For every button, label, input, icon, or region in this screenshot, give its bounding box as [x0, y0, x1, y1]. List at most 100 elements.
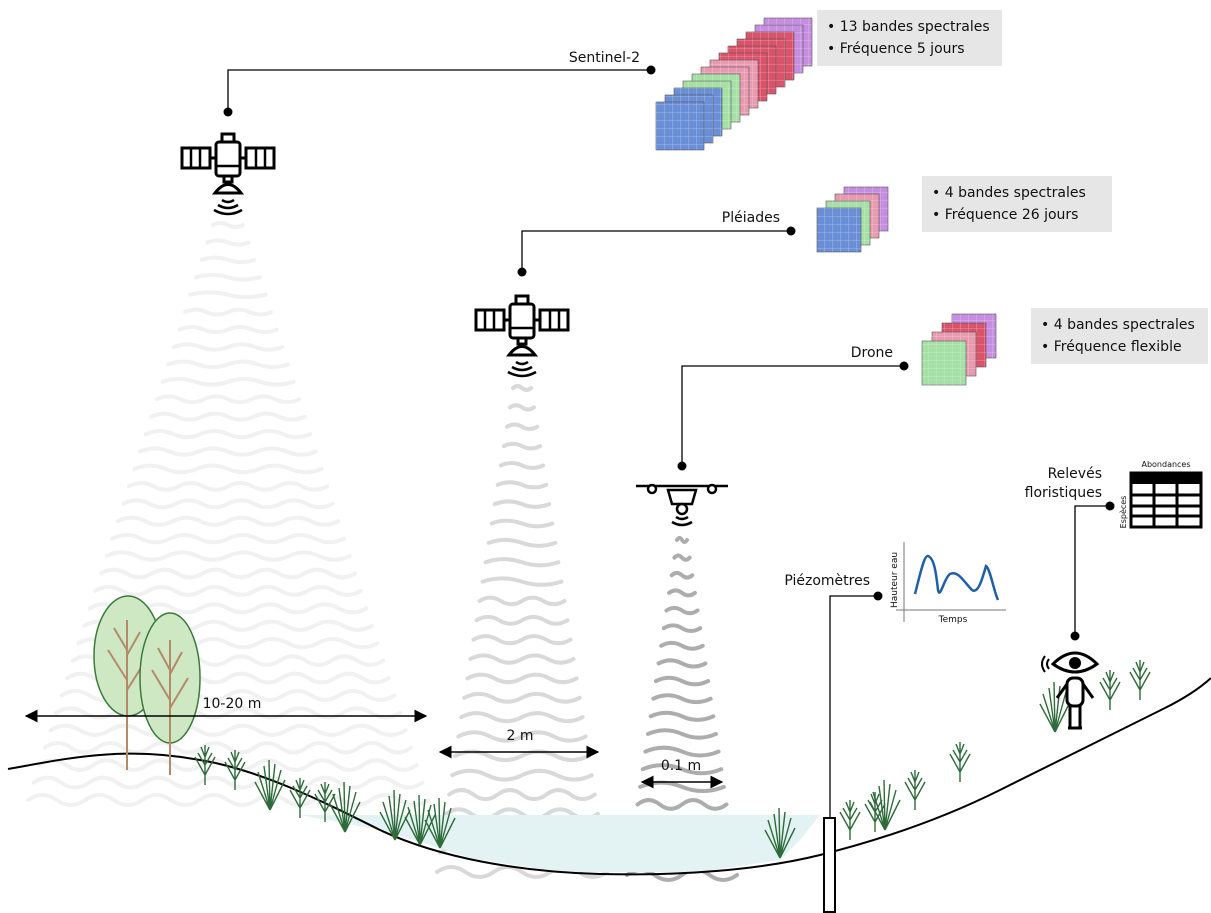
beam-wave: [104, 550, 352, 562]
beam-wave: [651, 693, 713, 705]
beam-wave: [188, 290, 268, 300]
piezometres-label: Piézomètres: [784, 573, 870, 589]
beam-wave: [659, 640, 705, 651]
beam-wave: [110, 533, 346, 545]
beam-wave: [667, 588, 697, 598]
beam-wave: [653, 675, 711, 687]
table-col-label: Abondances: [1141, 460, 1190, 469]
resolution-label-drone: 0.1 m: [661, 758, 701, 774]
beam-wave: [48, 723, 408, 737]
beam-wave: [474, 614, 570, 626]
beam-wave: [635, 798, 729, 811]
drone-icon: [636, 483, 728, 527]
beam-wave: [26, 793, 430, 807]
beam-wave: [507, 403, 537, 412]
beam-wave: [501, 441, 543, 451]
sentinel-2-specs: 13 bandes spectrales Fréquence 5 jours: [817, 10, 1002, 66]
releves-label-line1: Relevés: [1048, 466, 1102, 482]
beam-wave: [182, 307, 274, 317]
spec-item: 13 bandes spectrales: [827, 16, 992, 38]
beam-wave: [477, 595, 567, 607]
beam-wave: [115, 515, 341, 527]
sentinel-2-beam: [26, 221, 430, 807]
beam-wave: [638, 780, 726, 794]
drone-band-stack: [921, 313, 997, 386]
spec-item: Fréquence 26 jours: [932, 204, 1102, 226]
beam-wave: [492, 499, 552, 509]
beam-wave: [465, 672, 579, 685]
chart-ylabel: Hauteur eau: [890, 552, 900, 608]
table-row-label: Espèces: [1118, 496, 1128, 529]
beam-wave: [656, 658, 708, 669]
beam-wave: [450, 768, 594, 782]
beam-wave: [664, 605, 700, 616]
beam-wave: [489, 518, 555, 529]
beam-wave: [453, 749, 591, 763]
spec-item: Fréquence 5 jours: [827, 38, 992, 60]
beam-wave: [132, 463, 324, 475]
beam-wave: [160, 377, 296, 387]
beam-wave: [495, 480, 549, 490]
beam-wave: [199, 255, 257, 265]
beam-wave: [93, 585, 363, 597]
beam-wave: [459, 711, 585, 724]
beam-wave: [444, 807, 600, 821]
beam-wave: [138, 446, 318, 457]
beam-wave: [456, 730, 588, 743]
observer-eye-icon: [1041, 651, 1100, 730]
beam-wave: [205, 238, 251, 247]
resolution-label-sentinel-2: 10-20 m: [203, 696, 262, 712]
beam-wave: [194, 273, 262, 282]
piezometer-tube-icon: [823, 817, 836, 913]
chart-xlabel: Temps: [938, 615, 968, 625]
beam-wave: [480, 576, 564, 587]
beam-wave: [462, 691, 582, 704]
water-level-chart: Hauteur eau Temps: [890, 542, 1006, 625]
pleiades-beam: [435, 384, 609, 879]
beam-wave: [504, 422, 540, 431]
spec-item: 4 bandes spectrales: [1041, 314, 1198, 336]
beam-wave: [643, 745, 721, 758]
wetland-water: [300, 815, 820, 872]
sentinel-2-label: Sentinel-2: [569, 50, 640, 66]
pleiades-satellite-icon: [474, 294, 570, 378]
releves-label-line2: floristiques: [1025, 485, 1102, 501]
beam-wave: [211, 221, 245, 229]
beam-wave: [483, 557, 561, 568]
beam-wave: [31, 775, 425, 790]
beam-wave: [640, 763, 724, 776]
band-grid: [817, 208, 861, 252]
beam-wave: [177, 325, 279, 335]
drone-specs: 4 bandes spectrales Fréquence flexible: [1031, 308, 1208, 364]
pleiades-band-stack: [816, 186, 889, 253]
band-grid: [656, 102, 704, 150]
beam-wave: [447, 788, 597, 802]
beam-wave: [486, 537, 558, 548]
table-icon: [1129, 471, 1203, 529]
beam-wave: [498, 460, 546, 470]
beam-wave: [672, 553, 692, 562]
beam-wave: [646, 728, 718, 740]
leader-lines: [227, 69, 1110, 828]
resolution-label-pleiades: 2 m: [507, 728, 534, 744]
drone-label: Drone: [851, 345, 893, 361]
spec-item: Fréquence flexible: [1041, 336, 1198, 358]
sentinel-2-band-stack: [655, 17, 813, 151]
spec-item: 4 bandes spectrales: [932, 182, 1102, 204]
sentinel-2-satellite-icon: [180, 132, 276, 216]
pleiades-label: Pléiades: [722, 210, 780, 226]
beam-wave: [121, 498, 335, 510]
water-level-curve: [913, 554, 1000, 601]
beam-wave: [126, 481, 330, 492]
beam-wave: [166, 359, 290, 370]
beam-wave: [468, 653, 576, 665]
beam-wave: [98, 567, 358, 580]
beam-wave: [154, 394, 302, 405]
beam-wave: [149, 411, 307, 422]
beam-wave: [42, 741, 414, 755]
beam-wave: [143, 429, 313, 440]
beam-wave: [471, 634, 573, 646]
beam-wave: [171, 342, 285, 352]
beam-wave: [648, 710, 716, 722]
